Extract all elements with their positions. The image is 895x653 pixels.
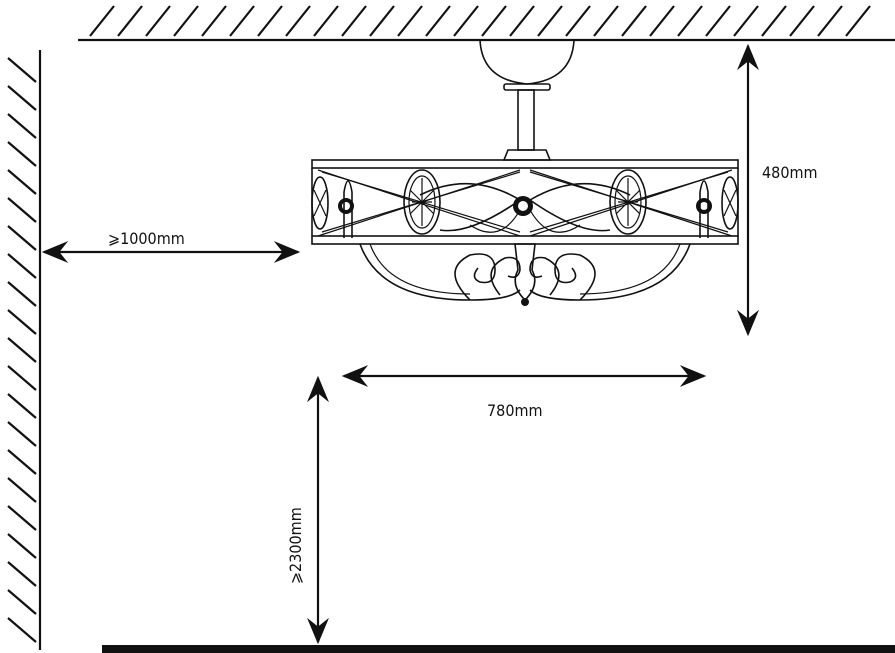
wall-hatch-stroke <box>7 365 37 391</box>
wall-hatch-stroke <box>7 561 37 587</box>
drum-top-band <box>311 159 739 169</box>
finial <box>514 243 536 302</box>
ceiling-hatch-stroke <box>593 5 619 37</box>
wall-hatch-stroke <box>7 113 37 139</box>
ceiling-fan <box>311 39 739 306</box>
drum-bottom-band <box>311 235 739 245</box>
jewel-ornament <box>721 176 739 230</box>
floor <box>102 645 895 653</box>
wall <box>7 50 42 650</box>
ceiling-hatch-stroke <box>89 5 115 37</box>
wall-hatch-stroke <box>7 141 37 167</box>
jewel-ornament <box>403 169 441 235</box>
wall-hatch-stroke <box>7 617 37 643</box>
candle-light <box>343 180 353 238</box>
ceiling-hatch-stroke <box>509 5 535 37</box>
fan-hub <box>513 196 533 216</box>
ceiling-hatch-stroke <box>621 5 647 37</box>
ceiling-hatch-stroke <box>341 5 367 37</box>
wall-hatch-stroke <box>7 281 37 307</box>
wall-hatch-stroke <box>7 505 37 531</box>
wall-hatch-stroke <box>7 421 37 447</box>
ceiling-hatch-stroke <box>677 5 703 37</box>
ceiling-hatch-stroke <box>117 5 143 37</box>
wall-hatch-stroke <box>7 449 37 475</box>
jewel-ornament <box>311 176 329 230</box>
fan-canopy <box>479 39 575 85</box>
ceiling-hatch-stroke <box>453 5 479 37</box>
ceiling-hatching <box>89 5 871 37</box>
ceiling-hatch-stroke <box>705 5 731 37</box>
fan-collar <box>502 149 552 161</box>
ceiling-hatch-stroke <box>229 5 255 37</box>
ceiling-hatch-stroke <box>397 5 423 37</box>
fan-downrod <box>517 89 535 151</box>
ceiling <box>78 5 895 42</box>
ceiling-hatch-stroke <box>761 5 787 37</box>
wall-clearance-label: ⩾1000mm <box>108 229 185 248</box>
ceiling-hatch-stroke <box>537 5 563 37</box>
ceiling-hatch-stroke <box>173 5 199 37</box>
wall-hatch-stroke <box>7 169 37 195</box>
fan-canopy-ring <box>503 83 551 91</box>
ceiling-hatch-stroke <box>649 5 675 37</box>
scroll-curl <box>554 253 596 301</box>
ceiling-hatch-stroke <box>257 5 283 37</box>
wall-hatch-stroke <box>7 589 37 615</box>
wall-hatching <box>7 57 37 643</box>
scroll-curl <box>454 253 496 301</box>
wall-hatch-stroke <box>7 393 37 419</box>
ceiling-hatch-stroke <box>733 5 759 37</box>
wall-hatch-stroke <box>7 85 37 111</box>
candle-light <box>699 180 709 238</box>
ceiling-hatch-stroke <box>425 5 451 37</box>
jewel-ornament <box>609 169 647 235</box>
ceiling-hatch-stroke <box>817 5 843 37</box>
ceiling-hatch-stroke <box>369 5 395 37</box>
scroll-arm <box>529 243 691 301</box>
ceiling-hatch-stroke <box>201 5 227 37</box>
ceiling-hatch-stroke <box>313 5 339 37</box>
ceiling-hatch-stroke <box>845 5 871 37</box>
ceiling-hatch-stroke <box>789 5 815 37</box>
wall-hatch-stroke <box>7 57 37 83</box>
width-label: 780mm <box>487 401 543 420</box>
ceiling-hatch-stroke <box>565 5 591 37</box>
rosette-ornament <box>696 198 712 214</box>
wall-hatch-stroke <box>7 253 37 279</box>
ceiling-hatch-stroke <box>285 5 311 37</box>
wall-hatch-stroke <box>7 197 37 223</box>
wall-hatch-stroke <box>7 225 37 251</box>
scroll-arm <box>359 243 521 301</box>
wall-hatch-stroke <box>7 477 37 503</box>
wall-hatch-stroke <box>7 337 37 363</box>
wall-hatch-stroke <box>7 309 37 335</box>
wall-hatch-stroke <box>7 533 37 559</box>
ceiling-hatch-stroke <box>145 5 171 37</box>
height-label: 480mm <box>762 163 818 182</box>
ceiling-hatch-stroke <box>481 5 507 37</box>
floor-clearance-label: ⩾2300mm <box>286 507 305 584</box>
